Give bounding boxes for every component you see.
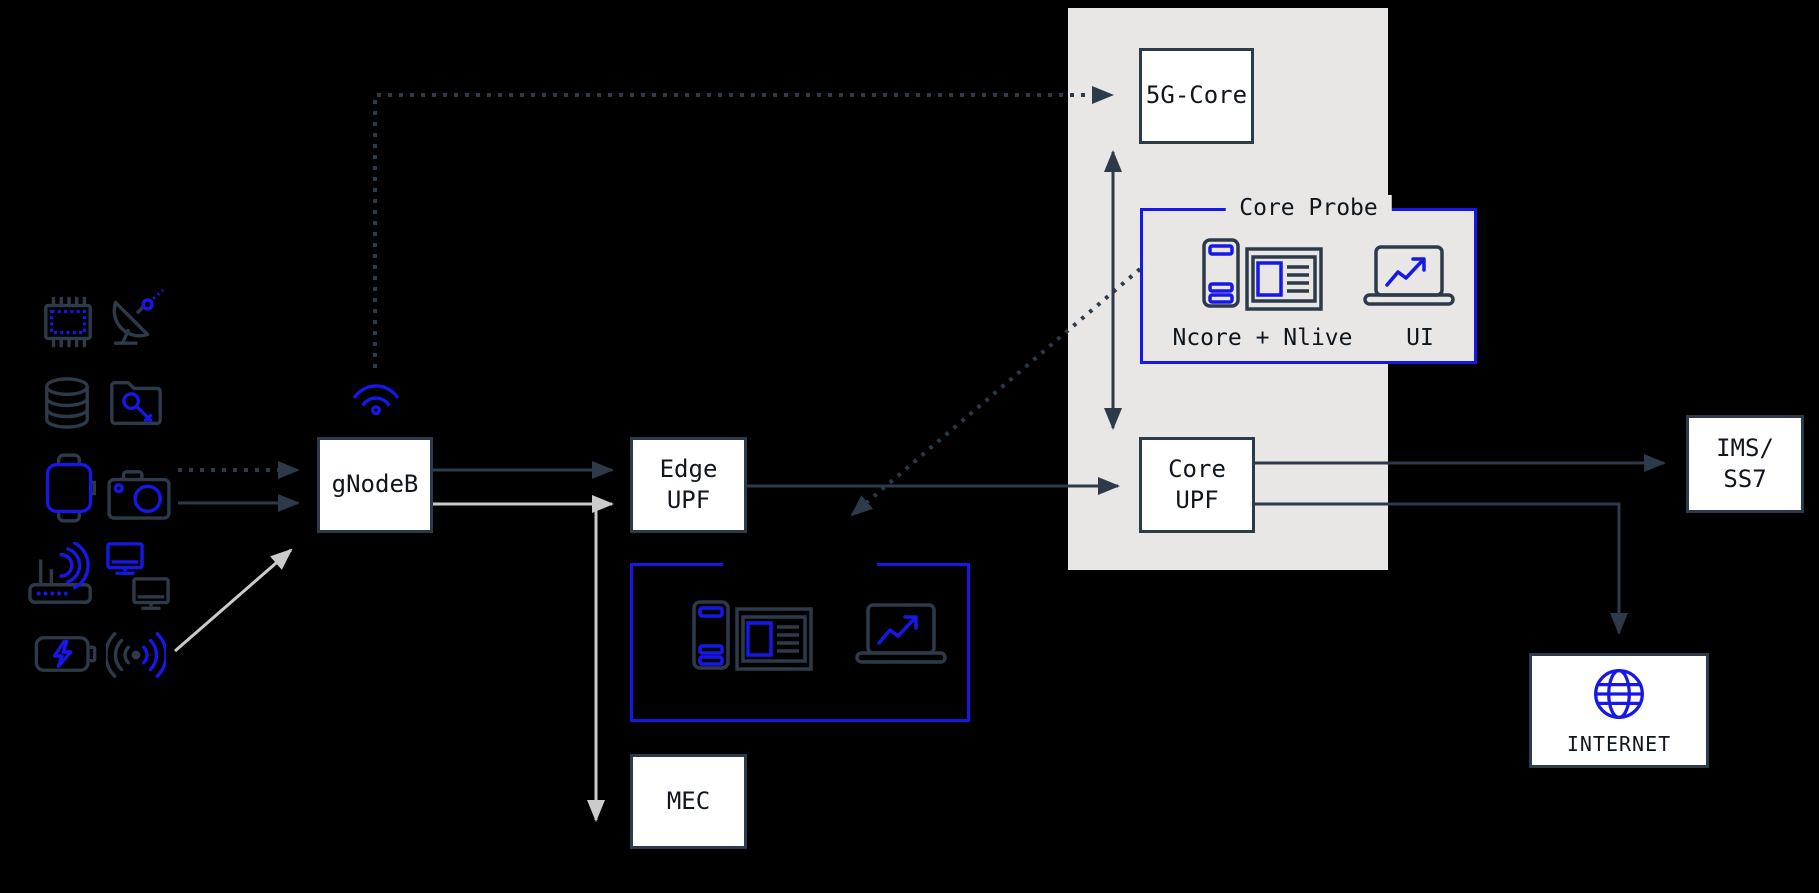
database-icon <box>40 374 94 432</box>
monitor-blue-icon <box>106 542 144 578</box>
camera-icon <box>107 466 171 520</box>
microchip-icon <box>40 294 96 350</box>
node-internet: INTERNET <box>1529 653 1709 768</box>
globe-icon <box>1591 666 1647 726</box>
dashboard-icon <box>735 607 813 671</box>
mec-label: MEC <box>666 786 711 815</box>
laptop-chart-icon <box>855 603 947 667</box>
core-probe-caption-ncore-nlive: Ncore + Nlive <box>1172 325 1353 351</box>
node-mec: MEC <box>630 754 747 849</box>
internet-label: INTERNET <box>1566 731 1672 756</box>
folder-key-icon <box>107 373 165 431</box>
core-probe-box: Core Probe <box>1140 195 1477 364</box>
connector-wifi-to-5gcore <box>373 86 1114 368</box>
server-icon <box>691 599 731 671</box>
node-ims-ss7: IMS/ SS7 <box>1686 415 1804 513</box>
gnodeb-label: gNodeB <box>331 470 419 499</box>
node-5g-core: 5G-Core <box>1139 48 1254 144</box>
monitor-dark-icon <box>132 577 170 613</box>
connector-coreupf-to-internet <box>1255 502 1628 635</box>
ims-ss7-label: IMS/ SS7 <box>1716 433 1774 493</box>
server-icon <box>1201 237 1241 309</box>
wifi-icon <box>349 371 403 415</box>
wifi-router-icon <box>28 542 98 610</box>
core-probe-caption-ui: UI <box>1406 325 1434 351</box>
battery-charging-icon <box>34 632 98 676</box>
dashboard-icon <box>1245 247 1323 311</box>
wireless-signal-icon <box>106 627 166 683</box>
connector-devices-to-gnodeb-light <box>174 548 293 653</box>
node-edge-upf: Edge UPF <box>630 437 747 533</box>
core-probe-title: Core Probe <box>1225 195 1392 221</box>
5g-core-label: 5G-Core <box>1145 81 1248 110</box>
smartwatch-icon <box>39 452 99 524</box>
node-core-upf: Core UPF <box>1139 437 1255 533</box>
edge-upf-label: Edge UPF <box>659 454 718 514</box>
core-upf-label: Core UPF <box>1168 454 1226 514</box>
node-gnodeb: gNodeB <box>317 437 433 533</box>
edge-probe-border-gap <box>723 562 877 570</box>
satellite-dish-icon <box>104 288 166 350</box>
edge-probe-box <box>630 562 970 722</box>
laptop-chart-icon <box>1363 245 1455 309</box>
connector-coreprobe-to-edgeprobe <box>850 267 1142 517</box>
